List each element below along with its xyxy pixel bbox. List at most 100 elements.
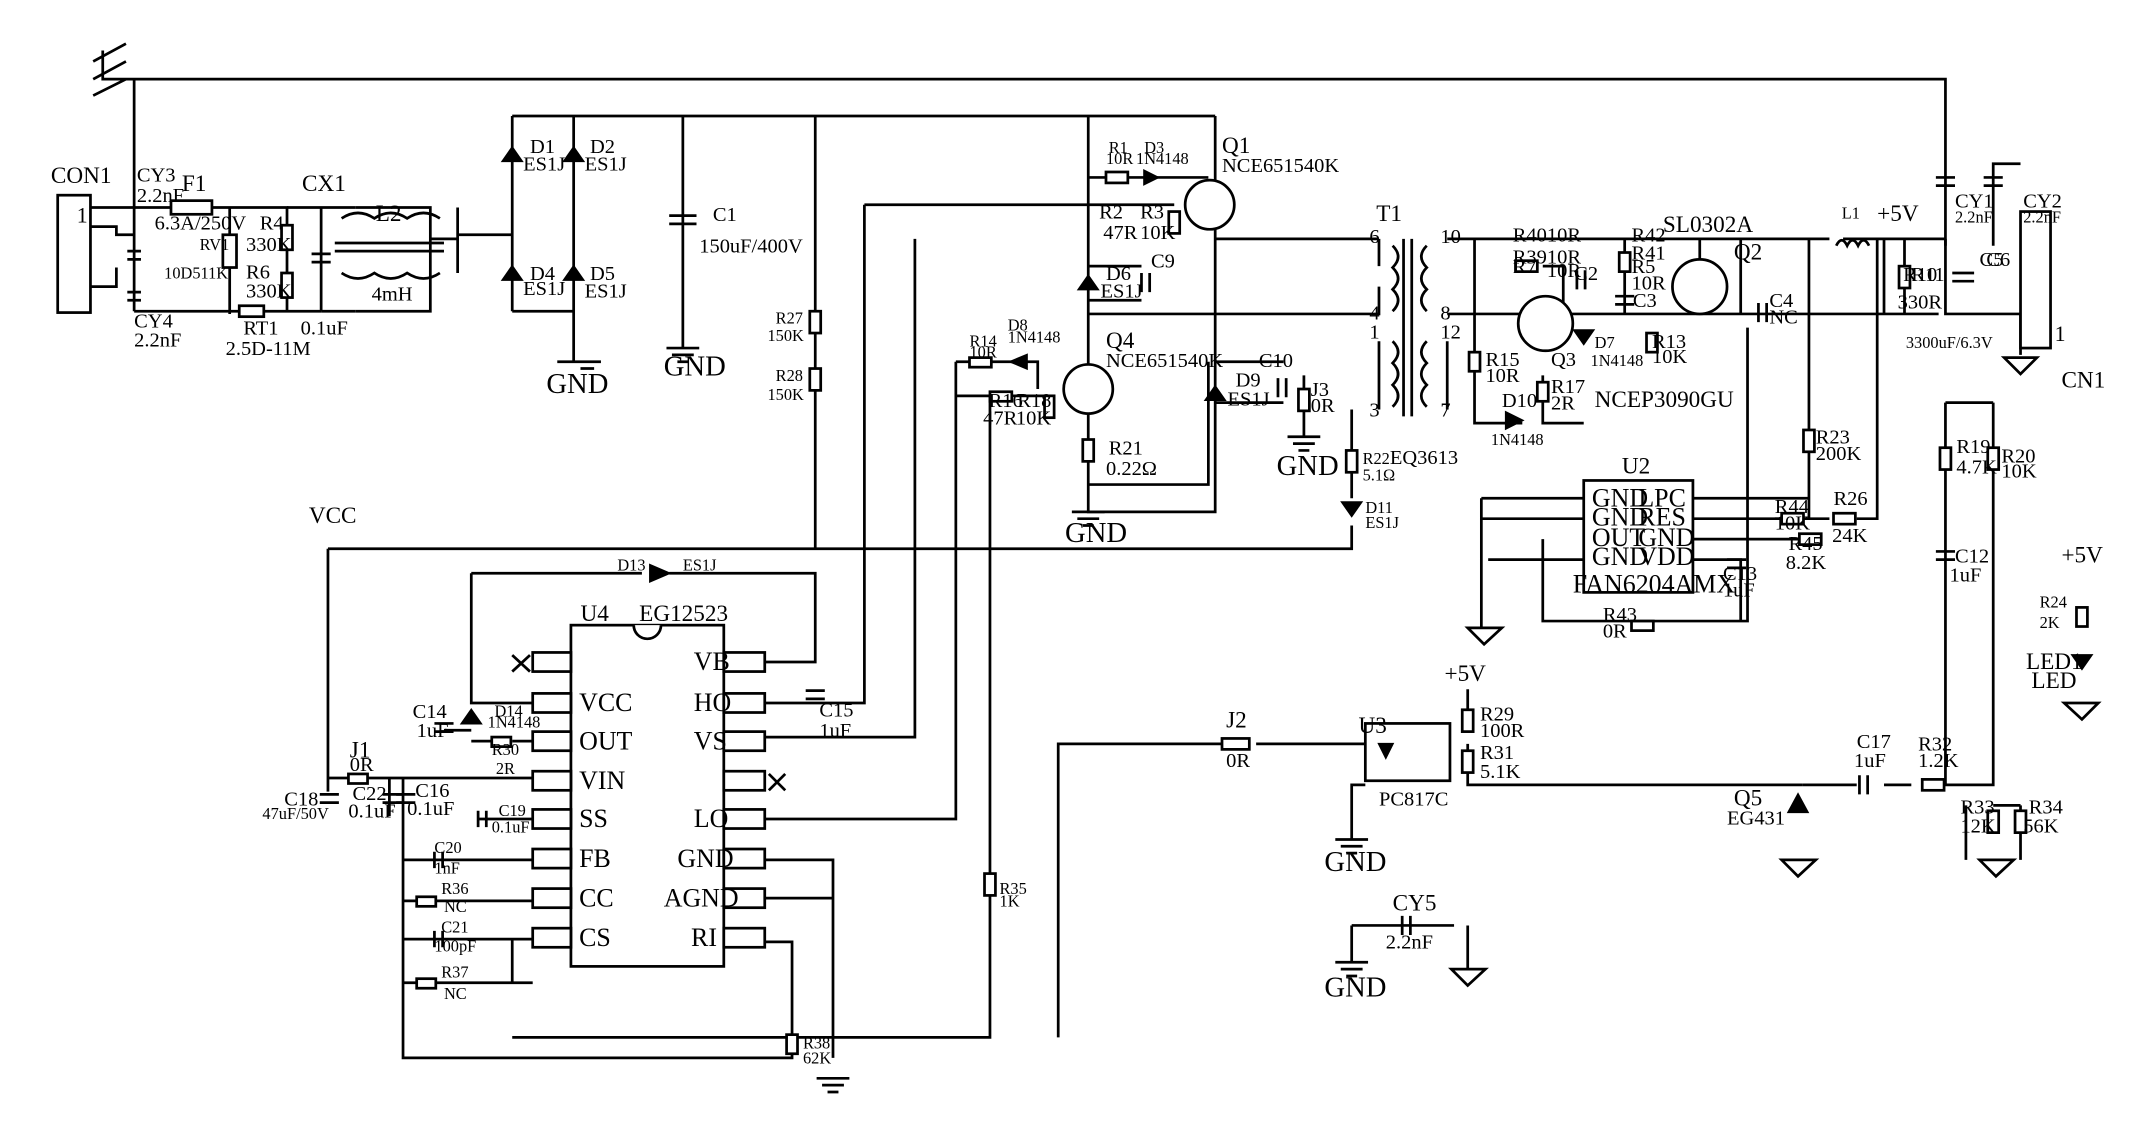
- label-plus5v: +5V: [1445, 661, 1487, 687]
- capacitor-c1: [669, 214, 697, 226]
- label-u4-pin7: CC: [579, 883, 614, 912]
- label-r35: R35: [1000, 879, 1027, 898]
- label-d1-value: ES1J: [523, 154, 565, 176]
- label-d4: D4: [530, 263, 555, 285]
- resistor-r21: [1081, 438, 1096, 463]
- label-t1-pin6: 6: [1369, 226, 1379, 248]
- capacitor-c14: [434, 722, 454, 733]
- label-j2-value: 0R: [1226, 750, 1250, 772]
- label-d11-value: ES1J: [1365, 513, 1399, 532]
- capacitor-c21: [433, 930, 444, 948]
- label-gnd: GND: [546, 368, 608, 400]
- resistor-r41: [1617, 251, 1632, 273]
- label-r32: R32: [1918, 734, 1952, 756]
- label-r10: R10: [1903, 264, 1937, 286]
- label-r41: R41: [1632, 242, 1666, 264]
- capacitor-c3: [1615, 294, 1635, 306]
- ground-triangle: [2060, 701, 2102, 722]
- label-f1-value: 6.3A/250V: [155, 212, 247, 234]
- label-c21-value: 100pF: [434, 936, 476, 955]
- ground-triangle: [1448, 967, 1489, 988]
- capacitor-c19: [476, 810, 488, 828]
- label-d8: D8: [1008, 315, 1028, 334]
- label-r23: R23: [1816, 427, 1850, 449]
- ground-triangle: [1464, 626, 1506, 647]
- resistor-r45: [1798, 532, 1823, 546]
- resistor-r19: [1938, 446, 1953, 471]
- label-r28-value: 150K: [767, 385, 804, 404]
- label-led1-value: LED: [2031, 668, 2076, 694]
- label-c13-value: 1uF: [1723, 579, 1755, 601]
- label-r37-value: NC: [444, 984, 467, 1003]
- label-gnd: GND: [664, 350, 726, 382]
- label-t1-pin4: 4: [1369, 302, 1379, 324]
- label-cy1-value: 2.2nF: [1955, 207, 1993, 226]
- label-c14-value: 1uF: [417, 720, 449, 742]
- label-cy2: CY2: [2023, 190, 2062, 212]
- label-r35-value: 1K: [1000, 891, 1020, 910]
- capacitor-c9: [1140, 272, 1152, 293]
- label-d5-value: ES1J: [585, 281, 627, 303]
- components: [127, 145, 2102, 1094]
- label-cn1: CN1: [2061, 368, 2105, 394]
- label-c18: C18: [284, 788, 318, 810]
- label-r22: R22: [1363, 449, 1390, 468]
- label-u2-pin8: LPC: [1638, 483, 1686, 512]
- label-u4-pin16: VB: [694, 647, 730, 676]
- label-d14: D14: [494, 702, 522, 721]
- resistor-r26: [1832, 511, 1857, 526]
- label-r5-value: 10R: [1632, 272, 1666, 294]
- label-c22-value: 0.1uF: [348, 801, 395, 823]
- resistor-r24: [2075, 606, 2089, 628]
- label-r6-value: 330K: [246, 281, 292, 303]
- diode-d8: [1007, 353, 1028, 371]
- resistor-j3: [1297, 387, 1311, 413]
- ground-triangle: [2000, 356, 2041, 376]
- label-ncep3090gu: NCEP3090GU: [1595, 387, 1734, 413]
- transformer-secondary-a: [1419, 244, 1429, 313]
- label-q5: Q5: [1734, 785, 1762, 811]
- label-q4-value: NCE651540K: [1106, 350, 1223, 372]
- resistor-j1: [347, 772, 369, 785]
- label-r45: R45: [1788, 533, 1822, 555]
- capacitor-cy5: [1400, 915, 1412, 935]
- label-r34-value: 56K: [2023, 816, 2058, 838]
- diode-d11: [1340, 501, 1364, 518]
- transformer-core: [1402, 238, 1414, 417]
- label-r7-value: 10R: [1547, 260, 1581, 282]
- label-r16-value: 47R: [983, 408, 1017, 430]
- capacitor-cy1: [1935, 176, 1955, 187]
- resistor-r6: [280, 271, 294, 299]
- capacitor-c18: [319, 793, 339, 804]
- label-r42: R42: [1632, 225, 1666, 247]
- label-r44-value: 10K: [1775, 513, 1810, 535]
- label-c19: C19: [499, 801, 526, 820]
- label-c17-value: 1uF: [1854, 750, 1886, 772]
- resistor-r33: [1986, 809, 2001, 834]
- diode-d7: [1572, 329, 1596, 346]
- diode-d14: [459, 707, 483, 725]
- label-r36-value: NC: [444, 897, 467, 916]
- ground-triangle: [1778, 858, 1820, 879]
- label-d9: D9: [1236, 369, 1261, 391]
- label-u2-pin6: GND: [1638, 523, 1694, 552]
- label-r3-value: 10K: [1140, 222, 1175, 244]
- label-l2: L2: [376, 201, 402, 227]
- label-r24: R24: [2040, 592, 2067, 611]
- label-r33: R33: [1960, 797, 1994, 819]
- capacitor-c4: [1757, 303, 1768, 323]
- label-r28: R28: [776, 366, 803, 385]
- label-u3: U3: [1359, 713, 1387, 739]
- label-d6: D6: [1106, 263, 1131, 285]
- label-r26-value: 24K: [1832, 525, 1867, 547]
- label-u2-value: FAN6204AMX: [1573, 569, 1736, 598]
- label-d5: D5: [590, 263, 615, 285]
- resistor-r7: [1514, 259, 1539, 273]
- label-c13: C13: [1723, 563, 1757, 585]
- label-r39-value: 10R: [1547, 246, 1581, 268]
- resistor-r38: [785, 1033, 799, 1056]
- label-u4-pin6: FB: [579, 844, 611, 873]
- resistor-r18: [1043, 394, 1056, 420]
- diode-d9: [1203, 384, 1227, 401]
